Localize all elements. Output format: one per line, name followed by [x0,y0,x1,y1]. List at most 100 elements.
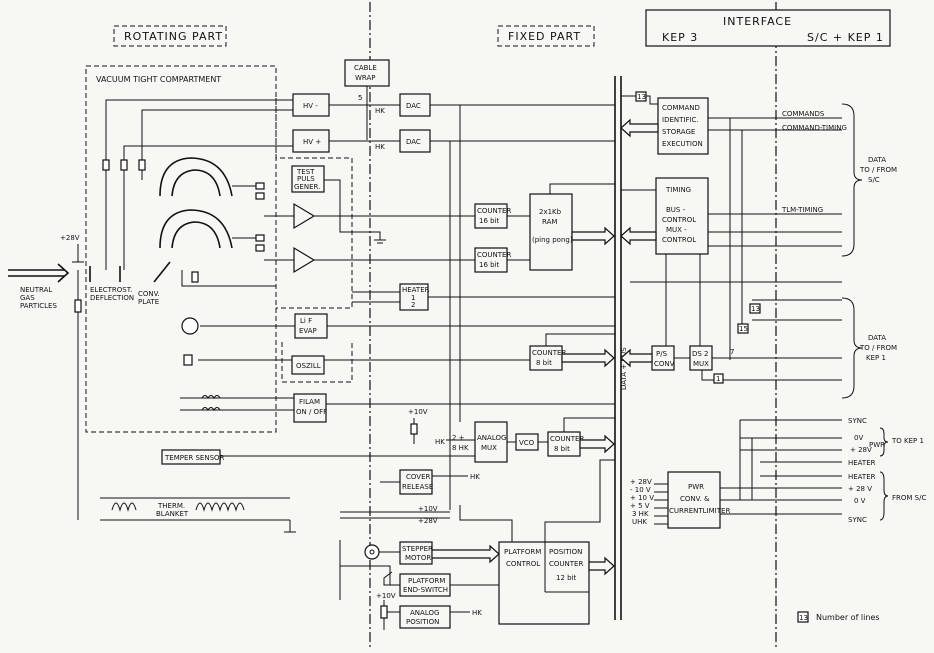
wire-test-ground [324,179,381,240]
counter-8b-label-1: COUNTER [550,435,584,443]
num13-a: 13 [637,93,646,101]
endswitch-contact [383,571,400,586]
lif-label-2: EVAP [299,327,317,335]
filam-block [293,393,327,423]
pwr-in-6: UHK [632,518,647,526]
hk-label-mux: HK [435,438,445,446]
rotating-harness-outline-2 [281,342,353,383]
conv-resistor [191,271,199,283]
cover-release-label-2: RELEASE [402,483,433,491]
ram-label-2: RAM [542,218,557,226]
counter-8a-label-1: COUNTER [532,349,566,357]
timing-bus-arrow [620,226,657,246]
crystal-icon [183,354,193,366]
platform-control-block [498,541,590,625]
conv-plate [153,261,171,283]
wire-ram-bus [549,183,615,194]
counter-16a-block [474,203,508,229]
from-sc-label: FROM S/C [892,494,926,502]
heater1-label: HEATER [848,459,876,467]
command-label-3: STORAGE [662,128,695,136]
ds2-label-2: MUX [693,360,709,368]
platform-bus-arrow [588,556,615,576]
amplifier-1 [293,202,316,230]
resistor-3 [138,159,146,171]
neutral-label-3: PARTICLES [20,302,57,310]
position-counter-label-2: COUNTER [549,560,583,568]
data-kep1-label-2: TO / FROM [859,344,897,352]
neutral-label-1: NEUTRAL [20,286,52,294]
counter-16a-label-2: 16 bit [479,217,500,225]
temper-sensor-label: TEMPER SENSOR [164,454,225,462]
num5-label: 5 [358,94,362,102]
wire-c8b-bus [563,417,615,432]
detector-2 [255,234,265,242]
heater-label-3: 2 [411,301,415,309]
pwr-label-3: CURRENTLIMITER [669,507,730,515]
pwr-in-1: + 28V [630,478,652,486]
ps-conv-label-1: P/S [656,350,668,358]
rail-10v-label: +10V [418,505,438,513]
dac2-label: DAC [406,138,421,146]
ps-bus-arrow [620,348,653,368]
brace-from-sc [879,471,889,521]
analog-mux-block [474,421,508,463]
analog-mux-label-1: ANALOG [477,434,506,442]
timing-label-5: CONTROL [662,236,696,244]
command-label-2: IDENTIFIC. [662,116,699,124]
test-puls-label-1: TEST [296,168,315,176]
fixed-part-header: FIXED PART [508,30,581,43]
num13-box-b [749,303,761,314]
data-sc-label-1: DATA [868,156,886,164]
therm-label-2: BLANKET [156,510,189,518]
ov2-label: 0 V [854,497,866,505]
data-sc-label-3: S/C [868,176,880,184]
position-counter-label-3: 12 bit [556,574,577,582]
legend-num-box [797,611,809,623]
num13-b: 13 [751,305,760,313]
data-kep1-label-3: KEP 1 [866,354,886,362]
vacuum-label: VACUUM TIGHT COMPARTMENT [96,75,221,84]
lif-evap-block [294,313,328,339]
cover-hk-label: HK [470,473,480,481]
hv-plus-label: HV + [303,138,321,146]
ram-bus-arrow [571,226,615,246]
timing-label-3: CONTROL [662,216,696,224]
ram-label-1: 2x1Kb [539,208,562,216]
commands-label: COMMANDS [782,110,825,118]
mux-in-label-1: 2 + [452,434,465,442]
num15: 15 [739,325,748,333]
coil-1 [201,395,221,399]
num7: 7 [730,348,734,356]
wire-platform-up [459,505,513,542]
rotating-part-header-frame [113,25,227,47]
counter-16b-label-2: 16 bit [479,261,500,269]
counter-8a-label-2: 8 bit [536,359,552,367]
analog-position-block [399,605,451,629]
rotating-harness-outline [275,98,353,309]
tlm-timing-label: TLM-TIMING [781,206,823,214]
mux-in-label-2: 8 HK [452,444,469,452]
ram-label-3: (ping pong) [532,236,573,244]
hk-label-2: HK [375,143,385,151]
platform-control-label-1: PLATFORM [504,548,541,556]
heater2-label: HEATER [848,473,876,481]
timing-label-2: BUS - [666,206,686,214]
pwr-in-2: - 10 V [630,486,651,494]
test-puls-block [291,165,325,193]
pwr-in-3: + 10 V [630,494,654,502]
hv-minus-label: HV - [303,102,318,110]
filam-label-1: FILAM [299,398,320,406]
num13-box-a [635,91,647,102]
stepper-arrow [431,544,500,564]
pwr-in-4: + 5 V [630,502,650,510]
counter-8b-bus-arrow [579,434,615,454]
timing-label-1: TIMING [665,186,691,194]
wire-c8a-bus [545,333,615,346]
coil-2 [201,407,221,411]
analog-hk-label: HK [472,609,482,617]
counter-8b-label-2: 8 bit [554,445,570,453]
sync2-label: SYNC [848,516,867,524]
brace-data-sc [841,103,863,257]
